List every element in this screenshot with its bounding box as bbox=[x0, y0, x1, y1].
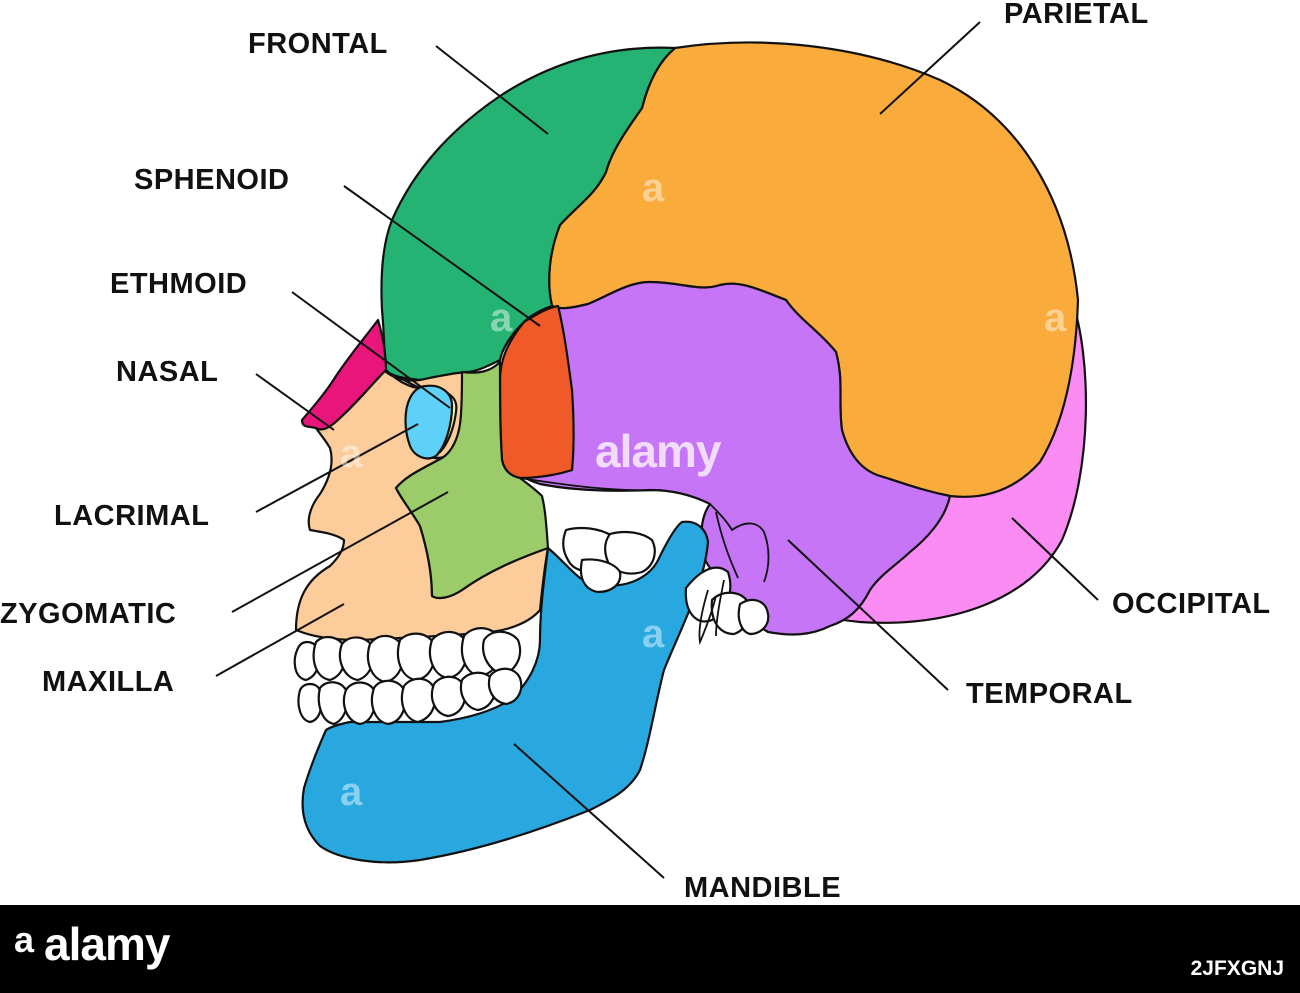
watermark-glyph: a bbox=[340, 432, 363, 476]
upper-teeth bbox=[293, 627, 522, 684]
occipital-leader bbox=[1011, 517, 1099, 601]
lower-teeth bbox=[297, 667, 523, 726]
back-teeth bbox=[562, 526, 656, 594]
watermark-glyph: a bbox=[1044, 296, 1067, 340]
label-mandible: MANDIBLE bbox=[684, 872, 842, 904]
watermark-center: alamy bbox=[595, 425, 721, 477]
temporal-leader bbox=[787, 539, 949, 691]
watermark-glyph: a bbox=[642, 166, 665, 210]
label-lacrimal: LACRIMAL bbox=[54, 500, 210, 532]
stock-footer-bar: a alamy 2JFXGNJ bbox=[0, 905, 1300, 993]
brand-name: alamy bbox=[44, 918, 170, 970]
watermark-glyph: a bbox=[340, 770, 363, 814]
label-maxilla: MAXILLA bbox=[42, 666, 175, 698]
zygomatic-arch-line bbox=[519, 477, 663, 492]
posterior-teeth bbox=[684, 566, 770, 646]
parietal-leader bbox=[879, 21, 981, 115]
label-nasal: NASAL bbox=[116, 356, 219, 388]
brand-logo-icon: a bbox=[14, 919, 35, 960]
zygomatic-bone bbox=[394, 360, 550, 600]
image-id: 2JFXGNJ bbox=[1190, 957, 1284, 980]
mandible-bone bbox=[301, 520, 710, 864]
watermark-glyph: a bbox=[490, 296, 513, 340]
frontal-leader bbox=[435, 45, 549, 135]
zygomatic-leader bbox=[231, 491, 449, 613]
label-parietal: PARIETAL bbox=[1004, 0, 1149, 30]
nasal-leader bbox=[255, 373, 335, 431]
skull-illustration bbox=[215, 21, 1099, 879]
ethmoid-leader bbox=[291, 291, 451, 409]
label-sphenoid: SPHENOID bbox=[134, 164, 290, 196]
maxilla-leader bbox=[215, 603, 345, 677]
lacrimal-leader bbox=[255, 423, 419, 513]
sphenoid-leader bbox=[343, 185, 541, 327]
label-zygomatic: ZYGOMATIC bbox=[0, 598, 177, 630]
label-frontal: FRONTAL bbox=[248, 28, 388, 60]
styloid-line bbox=[715, 511, 739, 579]
mastoid-line bbox=[709, 503, 770, 583]
watermark-glyph: a bbox=[642, 612, 665, 656]
skull-diagram: FRONTAL PARIETAL SPHENOID ETHMOID NASAL … bbox=[0, 0, 1271, 904]
label-ethmoid: ETHMOID bbox=[110, 268, 248, 300]
lacrimal-bone bbox=[404, 384, 454, 460]
mandible-leader bbox=[513, 743, 665, 879]
label-occipital: OCCIPITAL bbox=[1112, 588, 1271, 620]
label-temporal: TEMPORAL bbox=[966, 678, 1133, 710]
